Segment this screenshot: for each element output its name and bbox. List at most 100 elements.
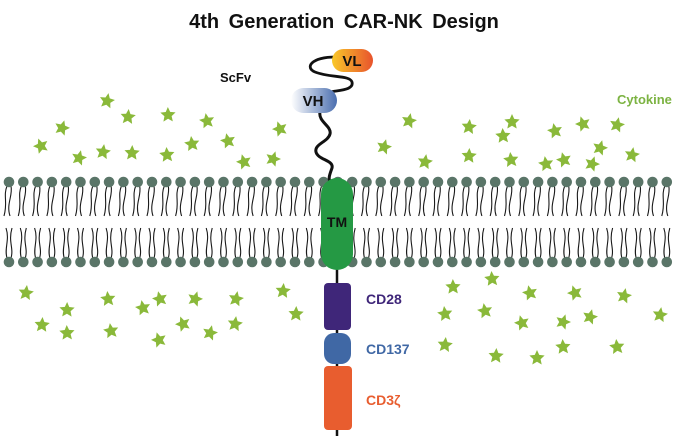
phospholipid-icon: [3, 176, 15, 268]
phospholipid-icon: [175, 176, 186, 268]
diagram-title: 4th Generation CAR-NK Design: [189, 11, 499, 33]
cytokine-star-icon: [529, 350, 545, 365]
cd3z-domain: [324, 366, 352, 430]
cytokine-star-icon: [34, 317, 50, 332]
cytokine-star-icon: [288, 306, 304, 321]
cytokine-star-icon: [203, 325, 218, 341]
cd28-domain: [324, 283, 351, 330]
cytokine-star-icon: [417, 154, 433, 170]
cytokine-star-icon: [437, 337, 453, 352]
cytokine-star-icon: [72, 150, 87, 166]
cd137-domain: [324, 333, 351, 364]
cytokine-star-icon: [514, 315, 529, 331]
cytokine-star-icon: [652, 307, 668, 323]
cytokine-star-icon: [151, 332, 166, 348]
cytokine-star-icon: [437, 306, 453, 322]
cytokine-star-icon: [477, 303, 493, 319]
cytokine-star-icon: [55, 120, 70, 136]
cytokine-star-icon: [574, 116, 590, 132]
phospholipid-icon: [260, 176, 272, 268]
phospholipid-icon: [618, 176, 630, 268]
cytokine-star-icon: [461, 119, 477, 134]
cytokine-star-icon: [609, 339, 625, 354]
cytokine-star-icon: [461, 148, 477, 163]
cytokine-star-icon: [135, 300, 150, 316]
vh-domain: VH: [291, 88, 337, 113]
phospholipid-icon: [403, 176, 415, 268]
cytokine-star-icon: [583, 309, 598, 325]
phospholipid-icon: [46, 176, 58, 268]
phospholipid-icon: [203, 176, 215, 268]
cytokine-star-icon: [100, 291, 116, 306]
phospholipid-icon: [275, 176, 287, 268]
cytokine-star-icon: [445, 279, 461, 294]
phospholipid-icon: [132, 176, 143, 268]
phospholipid-icon: [532, 176, 544, 268]
cytokine-star-icon: [593, 140, 608, 156]
phospholipid-icon: [289, 176, 301, 268]
phospholipid-icon: [632, 176, 644, 268]
phospholipid-icon: [546, 176, 558, 268]
phospholipid-icon: [389, 176, 401, 268]
phospholipid-icon: [518, 176, 530, 268]
cytokine-star-icon: [504, 114, 520, 129]
vl-domain: VL: [332, 49, 373, 72]
phospholipid-icon: [461, 176, 472, 268]
phospholipid-icon: [103, 176, 115, 268]
phospholipid-icon: [232, 176, 244, 268]
cytokine-star-icon: [184, 136, 200, 152]
cytokine-star-icon: [100, 93, 115, 109]
phospholipid-icon: [446, 176, 458, 268]
cytokine-star-icon: [610, 117, 625, 133]
scfv-linker: [308, 55, 354, 94]
cd28-label: CD28: [366, 291, 402, 307]
phospholipid-icon: [661, 176, 673, 268]
cytokine-star-icon: [275, 283, 291, 298]
phospholipid-icon: [418, 176, 430, 268]
phospholipid-icon: [74, 176, 86, 268]
cytokine-star-icon: [556, 314, 572, 330]
cytokine-star-icon: [503, 152, 519, 167]
cytokine-star-icon: [402, 113, 417, 129]
cytokine-star-icon: [522, 285, 537, 301]
scfv-label: ScFv: [220, 70, 252, 85]
cytokine-star-icon: [567, 285, 582, 301]
phospholipid-icon: [160, 176, 172, 268]
phospholipid-icon: [475, 176, 487, 268]
cytokine-star-icon: [120, 109, 136, 124]
cytokine-star-icon: [488, 348, 504, 363]
cytokine-star-icon: [103, 323, 119, 339]
cytokine-star-icon: [124, 145, 140, 160]
phospholipid-icon: [646, 176, 658, 268]
cytokine-star-icon: [188, 291, 203, 307]
cytokine-star-icon: [547, 123, 562, 139]
cytokine-star-icon: [95, 144, 111, 160]
cytokine-star-icon: [236, 154, 251, 170]
phospholipid-icon: [589, 176, 601, 268]
tm-label: TM: [327, 214, 347, 230]
cytokine-star-icon: [617, 288, 632, 304]
cytokine-star-icon: [272, 121, 287, 137]
phospholipid-icon: [360, 176, 372, 268]
cytokine-star-icon: [18, 285, 34, 301]
cytokine-star-icon: [152, 291, 167, 307]
phospholipid-icon: [60, 176, 72, 268]
phospholipid-icon: [575, 176, 587, 268]
cytokine-star-icon: [495, 128, 511, 143]
phospholipid-icon: [604, 176, 615, 268]
phospholipid-icon: [89, 176, 101, 268]
cytokine-star-icon: [538, 156, 554, 172]
vl-label: VL: [342, 53, 361, 70]
cytokine-star-icon: [59, 302, 75, 317]
cytokine-star-icon: [624, 147, 640, 163]
cytokine-star-icon: [33, 138, 48, 154]
cytokine-star-icon: [159, 147, 175, 162]
cytokine-label: Cytokine: [617, 92, 672, 107]
cytokine-star-icon: [175, 316, 190, 332]
phospholipid-icon: [32, 176, 43, 268]
cd3z-label: CD3ζ: [366, 392, 401, 408]
phospholipid-icon: [17, 176, 29, 268]
tm-domain: TM: [321, 178, 353, 270]
cytokine-star-icon: [59, 325, 75, 340]
